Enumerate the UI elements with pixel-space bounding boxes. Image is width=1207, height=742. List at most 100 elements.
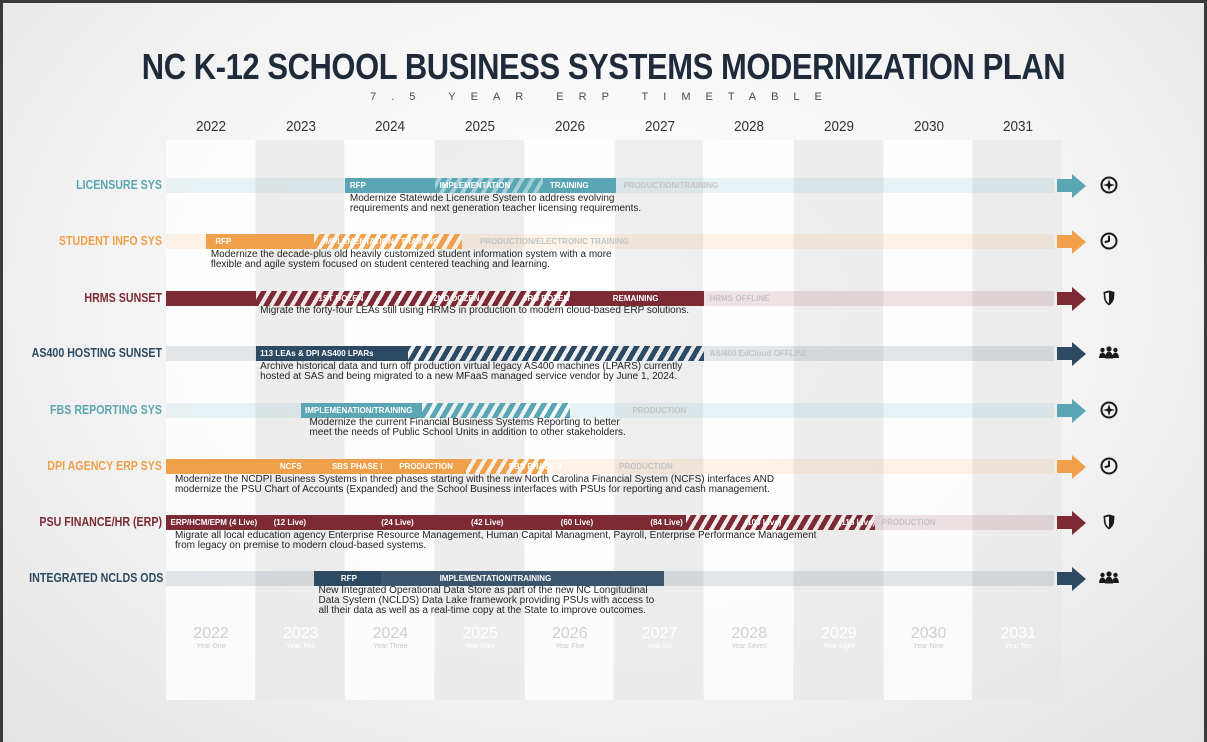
row-label: HRMS SUNSET (84, 290, 162, 305)
year-label-bottom: 2028 (731, 625, 767, 642)
year-label-bottom: 2030 (910, 625, 947, 642)
row-arrow-head (1072, 287, 1086, 311)
row-bar (255, 346, 409, 361)
row-bar-hatched (435, 178, 543, 193)
year-label: 2024 (375, 118, 406, 135)
phase-label: IMPLEMENTATION (439, 181, 511, 190)
year-label: 2025 (465, 118, 496, 135)
row-arrow-head (1072, 567, 1086, 591)
compass-icon (1097, 173, 1121, 197)
year-label: 2027 (644, 118, 675, 135)
row-bar (166, 515, 687, 530)
row-arrow (1057, 572, 1073, 585)
phase-label: SBS PHASE I (331, 462, 383, 471)
people-icon (1097, 341, 1121, 365)
row-arrow-head (1072, 399, 1086, 423)
year-label: 2029 (823, 118, 854, 135)
year-column (255, 140, 345, 700)
phase-label: PRODUCTION (881, 518, 936, 527)
row-bar (381, 571, 664, 586)
phase-label: (100 Live) (744, 518, 782, 527)
year-ordinal-label: Year One (196, 643, 226, 650)
row-label: PSU FINANCE/HR (ERP) (39, 514, 163, 529)
row-bar-hatched (466, 459, 548, 474)
row-description: hosted at SAS and being migrated to a ne… (260, 371, 678, 382)
row-bar-hatched (408, 346, 705, 361)
phase-label: IMPLEMENTATION/TRAINING (439, 574, 552, 583)
phase-label: RFP (215, 237, 232, 246)
year-ordinal-label: Year Eight (822, 643, 855, 650)
row-arrow-head (1072, 174, 1086, 198)
year-ordinal-label: Year Two (286, 643, 316, 650)
row-arrow (1057, 235, 1073, 248)
year-label: 2031 (1003, 118, 1034, 135)
year-label-bottom: 2024 (372, 625, 409, 642)
year-label-bottom: 2022 (193, 625, 229, 642)
row-description: meet the needs of Public School Units in… (309, 427, 626, 438)
shield-icon (1097, 286, 1121, 310)
row-description: modernize the PSU Chart of Accounts (Exp… (174, 484, 770, 495)
row-arrow-head (1072, 455, 1086, 479)
year-ordinal-label: Year Ten (1004, 643, 1032, 650)
phase-label: (60 Live) (560, 518, 594, 527)
phase-label: SBS PHASE II (508, 462, 562, 471)
row-description: Modernize the current Financial Business… (309, 417, 620, 428)
phase-label: PRODUCTION/TRAINING (623, 181, 719, 190)
page-title: NC K-12 SCHOOL BUSINESS SYSTEMS MODERNIZ… (141, 46, 1066, 87)
phase-label: (12 Live) (273, 518, 307, 527)
row-description: Archive historical data and turn off pro… (260, 361, 683, 372)
page-subtitle: 7.5 YEAR ERP TIMETABLE (370, 91, 837, 103)
row-arrow (1057, 516, 1073, 529)
phase-label: PRODUCTION (399, 462, 453, 471)
year-column (883, 140, 973, 700)
row-bar (206, 234, 314, 249)
year-ordinal-label: Year Four (464, 643, 496, 650)
year-column (345, 140, 435, 700)
phase-label: ERP/HCM/EPM (4 Live) (170, 518, 258, 527)
left-border (0, 0, 3, 742)
row-track (166, 403, 1055, 418)
row-bar-hatched (255, 291, 570, 306)
phase-label: IMPLEMENTATION / TRAINING (322, 237, 440, 246)
year-label-bottom: 2031 (1000, 625, 1037, 642)
year-column (524, 140, 614, 700)
year-label-bottom: 2025 (462, 625, 498, 642)
year-column (704, 140, 793, 700)
clock-icon (1097, 454, 1121, 478)
row-bar (569, 291, 705, 306)
phase-label: RFP (349, 181, 366, 190)
row-description: Data System (NCLDS) Data Lake framework … (318, 595, 655, 606)
row-label: INTEGRATED NCLDS ODS (29, 570, 164, 585)
year-label: 2026 (554, 118, 585, 135)
year-label: 2028 (734, 118, 765, 135)
row-label: AS400 HOSTING SUNSET (31, 345, 163, 360)
row-description: Modernize the decade-plus old heavily cu… (210, 249, 612, 260)
row-label: FBS REPORTING SYS (50, 402, 162, 417)
row-label: LICENSURE SYS (76, 177, 162, 192)
row-bar-hatched (314, 234, 462, 249)
phase-label: HRMS OFFLINE (709, 294, 770, 303)
row-description: flexible and agile system focused on stu… (210, 259, 550, 270)
year-label-bottom: 2027 (641, 625, 678, 642)
year-ordinal-label: Year Nine (913, 643, 944, 650)
year-label-bottom: 2029 (821, 625, 857, 642)
people-icon (1097, 566, 1121, 590)
row-arrow (1057, 460, 1073, 473)
year-label: 2022 (195, 118, 227, 135)
phase-label: REMAINING (612, 294, 659, 303)
right-border (1204, 0, 1207, 742)
phase-label: 2ND DOZEN (433, 294, 480, 303)
shield-icon (1097, 510, 1121, 534)
phase-label: 113 LEAs & DPI AS400 LPARs (260, 349, 374, 358)
row-arrow-head (1072, 511, 1086, 535)
phase-label: RFP (340, 574, 357, 583)
row-arrow (1057, 347, 1073, 360)
row-bar-hatched (686, 515, 875, 530)
year-column (166, 140, 255, 700)
year-column (973, 140, 1062, 700)
phase-label: (42 Live) (470, 518, 504, 527)
year-ordinal-label: Year Three (373, 643, 408, 650)
year-column (793, 140, 883, 700)
row-description: Migrate all local education agency Enter… (174, 530, 817, 541)
